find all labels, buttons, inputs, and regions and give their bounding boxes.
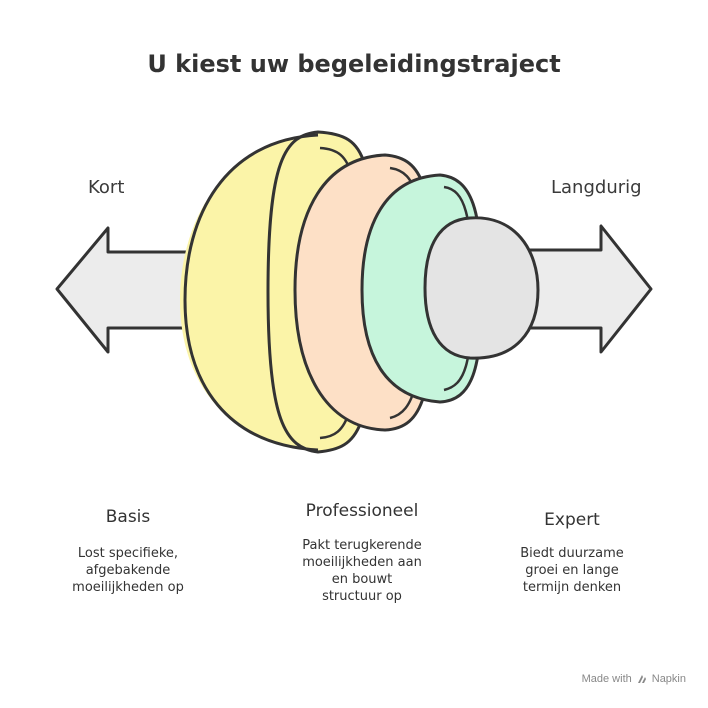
column-desc-expert: Biedt duurzame groei en lange termijn de… <box>492 545 652 596</box>
brand-label: Napkin <box>652 673 686 685</box>
desc-line: groei en lange <box>492 562 652 579</box>
desc-line: moeilijkheden aan <box>272 554 452 571</box>
desc-line: en bouwt <box>272 571 452 588</box>
column-title-basis: Basis <box>58 507 198 527</box>
desc-line: Pakt terugkerende <box>272 537 452 554</box>
core-sphere <box>425 218 538 358</box>
made-with-footer[interactable]: Made with Napkin <box>582 673 686 685</box>
desc-line: Biedt duurzame <box>492 545 652 562</box>
desc-line: Lost specifieke, <box>48 545 208 562</box>
napkin-logo-icon <box>636 673 648 685</box>
column-desc-professioneel: Pakt terugkerende moeilijkheden aan en b… <box>272 537 452 605</box>
column-title-professioneel: Professioneel <box>282 501 442 521</box>
desc-line: afgebakende <box>48 562 208 579</box>
layer-core <box>425 218 538 358</box>
column-title-expert: Expert <box>502 510 642 530</box>
made-with-label: Made with <box>582 673 632 685</box>
desc-line: termijn denken <box>492 579 652 596</box>
column-desc-basis: Lost specifieke, afgebakende moeilijkhed… <box>48 545 208 596</box>
desc-line: structuur op <box>272 588 452 605</box>
arrow-left-head <box>57 228 200 352</box>
desc-line: moeilijkheden op <box>48 579 208 596</box>
